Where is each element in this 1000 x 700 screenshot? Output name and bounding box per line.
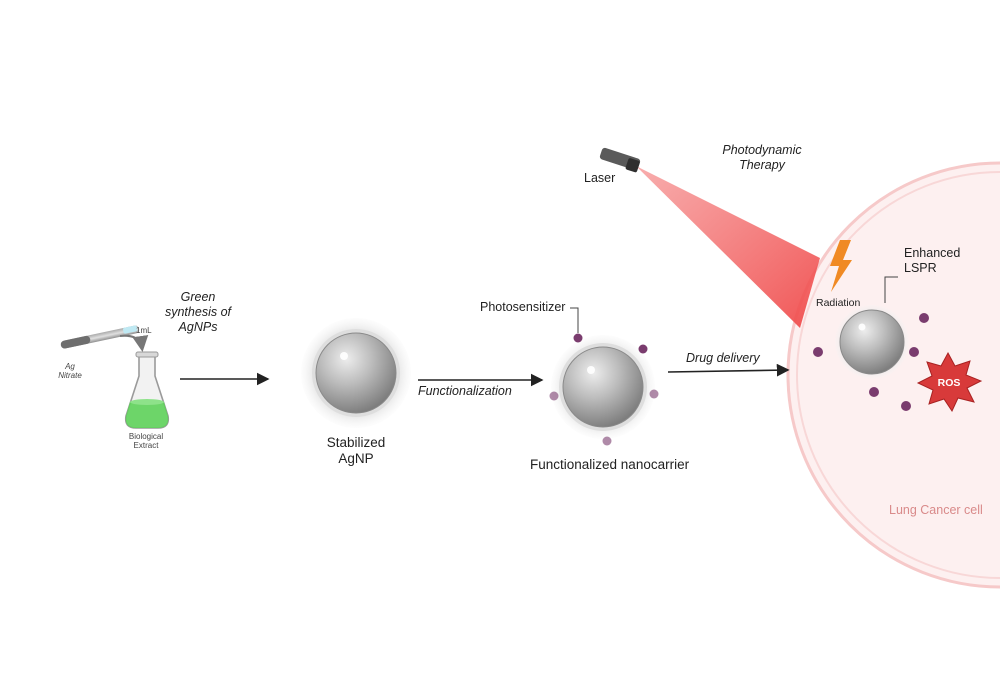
photosensitizer-dot (813, 347, 823, 357)
photosensitizer-dot (549, 391, 559, 401)
green-synthesis-title: Green synthesis of AgNPs (158, 290, 238, 335)
laser-beam (636, 166, 820, 328)
flask-icon (124, 351, 170, 429)
ag-nitrate-label: Ag Nitrate (52, 362, 88, 380)
nanocarrier-caption: Functionalized nanocarrier (530, 457, 690, 472)
therapy-line: Photodynamic (722, 143, 802, 157)
lspr-line: LSPR (904, 261, 937, 275)
stabilized-agnp-icon (301, 318, 411, 428)
photosensitizer-dot (638, 344, 648, 354)
lightning-icon (830, 240, 852, 292)
photosensitizer-label: Photosensitizer (480, 300, 566, 314)
volume-label: 1mL (136, 326, 152, 335)
photosensitizer-dot (602, 436, 612, 446)
stabilized-line: Stabilized (326, 435, 386, 450)
green-synthesis-line: synthesis of (164, 305, 231, 319)
pipette-icon (60, 325, 140, 349)
laser-label: Laser (584, 171, 616, 185)
enhanced-lspr-label: Enhanced LSPR (904, 246, 960, 276)
cancer-cell (786, 161, 1000, 589)
photosensitizer-leader (570, 307, 579, 333)
stabilized-agnp-label: Stabilized AgNP (306, 435, 406, 467)
ag-nitrate-line: Ag (65, 362, 75, 371)
extract-line: Biological (128, 432, 164, 441)
ag-nitrate-line: Nitrate (58, 371, 82, 380)
nanocarrier-icon (551, 335, 655, 439)
radiation-label: Radiation (816, 297, 861, 309)
green-synthesis-line: Green (180, 290, 216, 304)
delivery-arrow (667, 363, 790, 377)
lung-cancer-cell-label: Lung Cancer cell (889, 503, 983, 517)
ros-label: ROS (938, 377, 961, 389)
lspr-line: Enhanced (904, 246, 961, 260)
extract-line: Extract (133, 441, 159, 450)
laser-icon (599, 147, 641, 173)
therapy-line: Therapy (739, 158, 785, 172)
photosensitizer-dot (901, 401, 911, 411)
photosensitizer-dot (909, 347, 919, 357)
photosensitizer-dot (919, 313, 929, 323)
photosensitizer-dot (649, 389, 659, 399)
transfer-arrow-icon (119, 334, 149, 352)
lspr-leader (884, 276, 898, 303)
released-photosensitizers (813, 313, 929, 411)
functionalization-label: Functionalization (418, 384, 512, 398)
stabilized-line: AgNP (338, 451, 374, 466)
photosensitizer-dot (573, 333, 583, 343)
photosensitizer-dot (869, 387, 879, 397)
green-synthesis-line: AgNPs (178, 320, 218, 334)
extract-label: Biological Extract (116, 432, 176, 450)
photosensitizer-molecules (549, 333, 659, 446)
ros-burst-icon (916, 351, 983, 413)
cell-nanoparticle-icon (835, 305, 909, 379)
drug-delivery-label: Drug delivery (686, 351, 760, 365)
photodynamic-therapy-label: Photodynamic Therapy (706, 143, 818, 173)
